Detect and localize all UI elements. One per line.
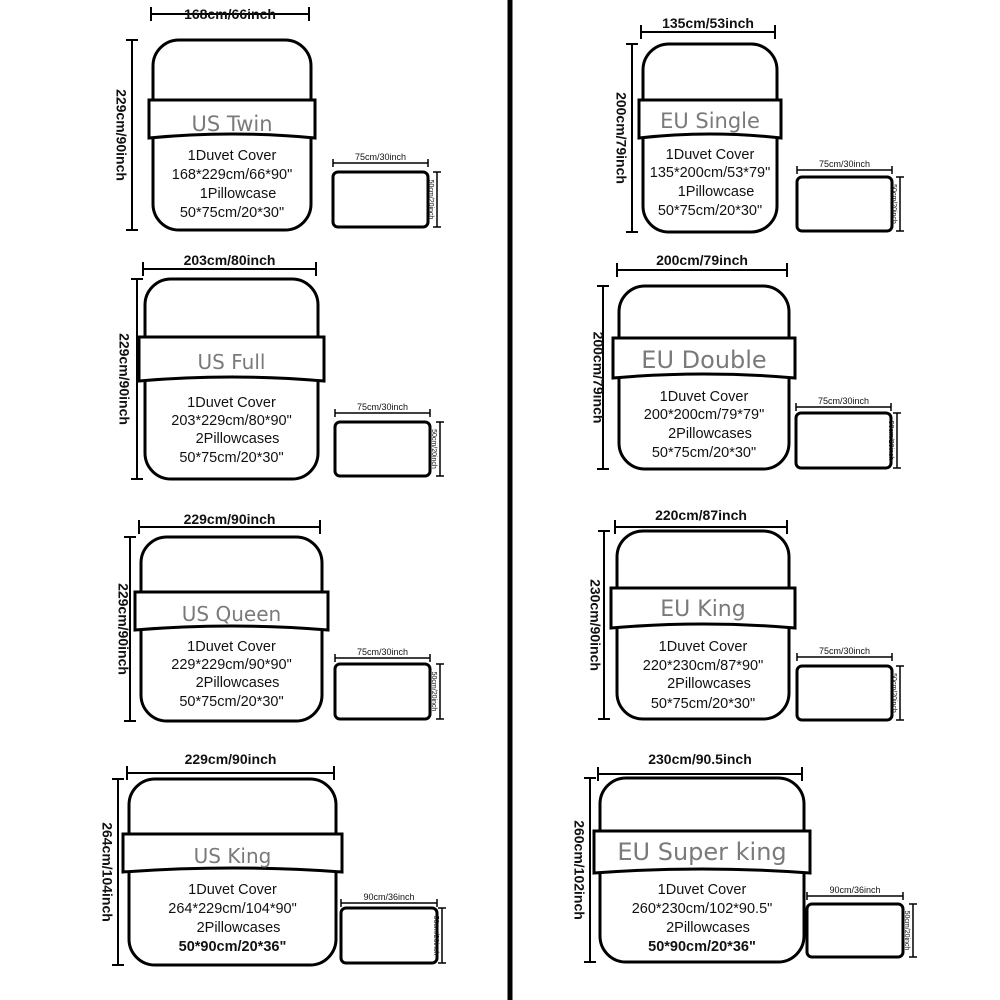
width-label: 229cm/90inch [185,751,277,767]
spec-line: 50*75cm/20*30" [658,203,762,219]
size-panel-us-full: 203cm/80inch 229cm/90inch US Full 1Duvet Co… [116,252,444,481]
pillow-height-label: 50cm/20inch [890,673,897,713]
pillow-height-label: 50cm/20inch [432,916,439,956]
size-panel-us-twin: 168cm/66inch 229cm/90inch US Twin 1Duvet Co… [113,6,441,232]
spec-line: 2Pillowcases [196,431,280,447]
spec-line: 1Duvet Cover [187,395,276,411]
width-label: 229cm/90inch [184,511,276,527]
height-label: 260cm/102inch [571,820,587,920]
spec-line: 2Pillowcases [196,675,280,691]
width-label: 230cm/90.5inch [648,751,752,767]
panels: 168cm/66inch 229cm/90inch US Twin 1Duvet Co… [99,6,917,967]
size-name-label: EU Double [641,346,766,374]
size-panel-us-queen: 229cm/90inch 229cm/90inch US Queen 1Duvet C… [115,511,444,723]
spec-line: 1Duvet Cover [659,639,748,655]
height-label: 200cm/79inch [590,332,606,424]
spec-line: 50*75cm/20*30" [651,696,755,712]
pillow-height-label: 50cm/20inch [890,184,897,224]
size-name-label: EU King [660,597,745,622]
spec-line: 220*230cm/87*90" [643,658,763,674]
pillow-height-label: 50cm/20inch [427,180,434,220]
spec-line: 1Duvet Cover [660,389,749,405]
pillow-height-label: 50cm/20inch [430,429,437,469]
spec-line: 200*200cm/79*79" [644,407,764,423]
pillow-width-label: 75cm/30inch [819,646,870,656]
height-label: 264cm/104inch [99,822,115,922]
pillow-height-label: 50cm/20inch [903,911,910,951]
width-label: 220cm/87inch [655,507,747,523]
pillow-width-label: 75cm/30inch [355,152,406,162]
size-name-label: US King [194,844,272,868]
size-label-band [133,590,330,632]
pillowcase-outline [795,175,894,233]
spec-line: 1Pillowcase [200,186,277,202]
height-label: 229cm/90inch [113,89,129,181]
spec-line: 50*75cm/20*30" [180,205,284,221]
size-panel-eu-double: 200cm/79inch 200cm/79inch EU Double 1Duvet … [590,252,901,471]
size-name-label: US Twin [191,112,272,136]
size-name-label: US Full [198,350,266,374]
width-label: 200cm/79inch [656,252,748,268]
size-name-label: EU Single [660,109,760,133]
pillowcase-outline [333,420,432,478]
spec-line: 2Pillowcases [667,676,751,692]
pillowcase-outline [794,411,893,470]
spec-line: 135*200cm/53*79" [650,165,770,181]
spec-line: 2Pillowcases [668,426,752,442]
height-label: 229cm/90inch [115,583,131,675]
pillow-width-label: 75cm/30inch [818,396,869,406]
size-label-band [121,832,344,874]
size-label-band [637,98,783,140]
pillowcase-outline [331,170,430,229]
spec-line: 2Pillowcases [666,920,750,936]
spec-line: 1Duvet Cover [666,147,755,163]
spec-line: 1Pillowcase [678,184,755,200]
size-label-band [147,98,317,140]
size-panel-eu-king: 220cm/87inch 230cm/90inch EU King 1Duvet Co… [587,507,904,722]
width-label: 203cm/80inch [184,252,276,268]
width-label: 135cm/53inch [662,15,754,31]
spec-line: 168*229cm/66*90" [172,167,292,183]
pillow-width-label: 90cm/36inch [829,885,880,895]
pillow-width-label: 75cm/30inch [357,647,408,657]
spec-line: 1Duvet Cover [188,882,277,898]
pillowcase-outline [795,664,894,722]
spec-line: 50*90cm/20*36" [179,939,287,955]
pillow-height-label: 50cm/20inch [430,672,437,712]
height-label: 230cm/90inch [587,579,603,671]
size-label-band [137,335,326,383]
height-label: 229cm/90inch [116,333,132,425]
size-panel-us-king: 229cm/90inch 264cm/104inch US King 1Duvet C… [99,751,446,967]
spec-line: 229*229cm/90*90" [171,657,291,673]
spec-line: 50*75cm/20*30" [179,450,283,466]
size-panel-eu-single: 135cm/53inch 200cm/79inch EU Single 1Duvet … [613,15,904,234]
pillow-width-label: 75cm/30inch [357,402,408,412]
spec-line: 2Pillowcases [197,920,281,936]
pillowcase-outline [805,902,905,959]
spec-line: 1Duvet Cover [658,882,747,898]
spec-line: 50*75cm/20*30" [652,445,756,461]
width-label: 168cm/66inch [184,6,276,22]
pillow-width-label: 90cm/36inch [363,892,414,902]
size-label-band [611,336,797,380]
size-label-band [609,586,797,630]
spec-line: 1Duvet Cover [188,148,277,164]
pillow-height-label: 50cm/20inch [887,421,894,461]
spec-line: 203*229cm/80*90" [171,413,291,429]
spec-line: 50*90cm/20*36" [648,939,756,955]
size-panel-eu-super-king: 230cm/90.5inch 260cm/102inch EU Super king… [571,751,917,964]
size-name-label: EU Super king [617,838,786,866]
spec-line: 50*75cm/20*30" [179,694,283,710]
height-label: 200cm/79inch [613,92,629,184]
spec-line: 264*229cm/104*90" [168,901,297,917]
pillowcase-outline [339,906,439,965]
size-name-label: US Queen [182,602,281,626]
pillow-width-label: 75cm/30inch [819,159,870,169]
pillowcase-outline [333,662,432,721]
spec-line: 260*230cm/102*90.5" [632,901,773,917]
spec-line: 1Duvet Cover [187,639,276,655]
size-label-band [592,829,812,875]
duvet-cover-outline [127,777,338,967]
